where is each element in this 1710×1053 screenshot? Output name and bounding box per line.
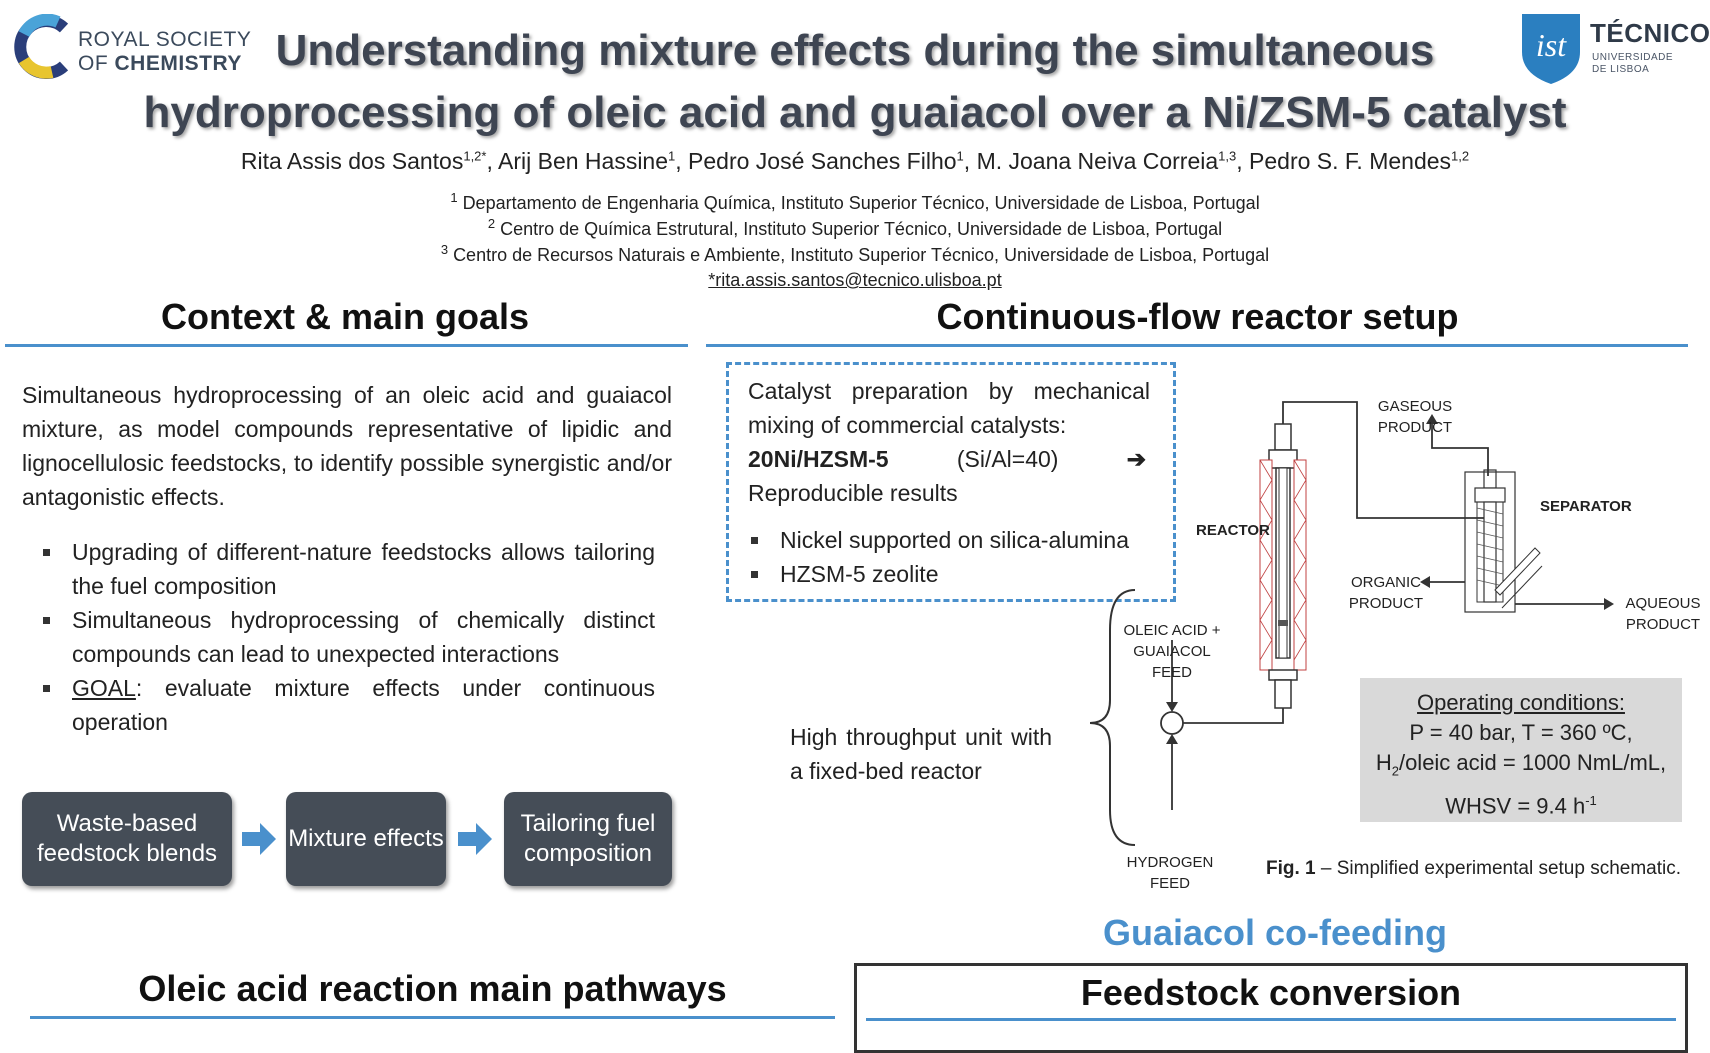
section-heading-guaiacol: Guaiacol co-feeding — [1102, 912, 1448, 953]
section-rule — [5, 344, 688, 347]
ist-shield-icon: ist — [1522, 14, 1580, 84]
contact-email[interactable]: *rita.assis.santos@tecnico.ulisboa.pt — [708, 270, 1002, 290]
section-rule — [866, 1018, 1676, 1021]
section-rule — [706, 344, 1688, 347]
reactor-schematic — [1089, 401, 1614, 846]
operating-line: P = 40 bar, T = 360 ºC, — [1409, 720, 1633, 745]
rsc-logo-mark-icon — [14, 14, 69, 79]
section-heading-pathways: Oleic acid reaction main pathways — [138, 968, 727, 1009]
separator-label: SEPARATOR — [1540, 498, 1632, 515]
list-item: Upgrading of different-nature feedstocks… — [40, 535, 655, 603]
rsc-logo: ROYAL SOCIETY OF CHEMISTRY — [12, 14, 267, 84]
subsection-heading-feedstock: Feedstock conversion — [1080, 972, 1462, 1013]
goal-label: GOAL — [72, 675, 136, 701]
author: Arij Ben Hassine — [498, 148, 669, 174]
title-line2: hydroprocessing of oleic acid and guaiac… — [143, 88, 1567, 137]
context-intro: Simultaneous hydroprocessing of an oleic… — [22, 382, 672, 510]
flow-box-mixture: Mixture effects — [286, 792, 446, 886]
figure-caption: Fig. 1 – Simplified experimental setup s… — [1266, 858, 1682, 879]
flow-box-waste: Waste-based feedstock blends — [22, 792, 232, 886]
author: M. Joana Neiva Correia — [976, 148, 1219, 174]
catalyst-box — [726, 362, 1176, 602]
operating-conditions: Operating conditions: P = 40 bar, T = 36… — [1360, 678, 1682, 822]
arrow-right-icon — [458, 823, 492, 855]
catalyst-ratio: (Si/Al=40) — [956, 446, 1059, 472]
affiliation: 2 Centro de Química Estrutural, Institut… — [487, 216, 1223, 239]
list-item: HZSM-5 zeolite — [748, 557, 1168, 591]
operating-line: H2/oleic acid = 1000 NmL/mL, — [1375, 750, 1667, 779]
reactor-column — [1259, 423, 1307, 709]
operating-title: Operating conditions: — [1417, 690, 1625, 715]
bracket — [1089, 589, 1136, 846]
ist-logo-name: TÉCNICO — [1590, 18, 1710, 48]
context-bullets: Upgrading of different-nature feedstocks… — [40, 535, 655, 739]
author: Pedro S. F. Mendes — [1249, 148, 1452, 174]
rsc-logo-line1: ROYAL SOCIETY — [78, 28, 252, 51]
high-throughput-text: High throughput unit with a fixed-bed re… — [790, 724, 1052, 784]
list-item: Simultaneous hydroprocessing of chemical… — [40, 603, 655, 671]
affiliation: 1 Departamento de Engenharia Química, In… — [450, 190, 1260, 213]
operating-line: WHSV = 9.4 h-1 — [1445, 793, 1597, 819]
catalyst-bullets: Nickel supported on silica-alumina HZSM-… — [748, 523, 1168, 591]
flow-box-tailoring: Tailoring fuel composition — [504, 792, 672, 886]
section-heading-reactor: Continuous-flow reactor setup — [936, 296, 1459, 337]
reactor-label: REACTOR — [1196, 522, 1270, 539]
separator-vessel — [1464, 469, 1543, 613]
list-item: GOAL: evaluate mixture effects under con… — [40, 671, 655, 739]
catalyst-name: 20Ni/HZSM-5 — [748, 446, 889, 472]
title-line1: Understanding mixture effects during the… — [275, 26, 1435, 75]
svg-text:ist: ist — [1536, 27, 1567, 63]
rsc-logo-line2: OF CHEMISTRY — [78, 52, 242, 75]
author: Pedro José Sanches Filho — [688, 148, 957, 174]
section-rule — [30, 1016, 835, 1019]
list-item: Nickel supported on silica-alumina — [748, 523, 1168, 557]
affiliation: 3 Centro de Recursos Naturais e Ambiente… — [440, 242, 1270, 265]
mixing-valve-icon — [1160, 711, 1184, 735]
reproducible-text: Reproducible results — [748, 480, 958, 506]
arrow-right-icon: ➔ — [1126, 446, 1146, 472]
author-list: Rita Assis dos Santos1,2*, Arij Ben Hass… — [240, 148, 1470, 174]
section-heading-context: Context & main goals — [160, 296, 530, 337]
author: Rita Assis dos Santos — [240, 148, 464, 174]
arrow-right-icon — [242, 823, 276, 855]
poster-title: Understanding mixture effects during the… — [140, 20, 1570, 144]
catalyst-text: Catalyst preparation by mechanical mixin… — [748, 378, 1150, 506]
